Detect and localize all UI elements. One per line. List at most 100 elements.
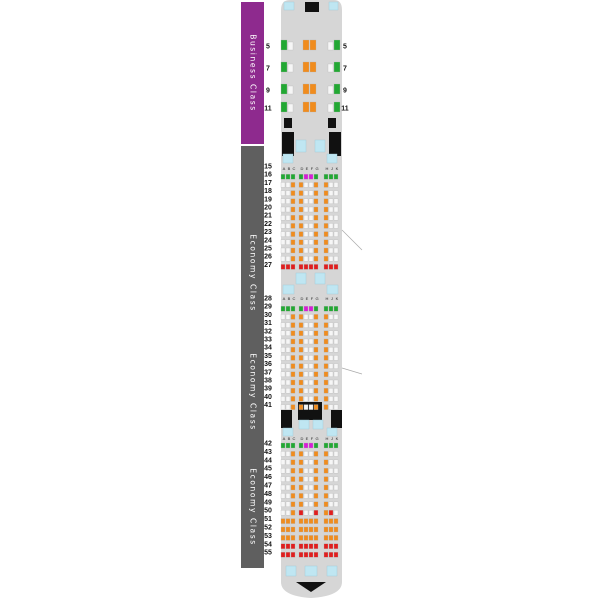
business-seat-k-1[interactable] (333, 61, 341, 73)
seat-s1-10-0-1[interactable] (285, 247, 291, 254)
seat-s1-10-2-1[interactable] (328, 247, 334, 254)
seat-s3-13-2-0[interactable] (323, 552, 329, 558)
seat-s2-13-0-1[interactable] (285, 404, 291, 410)
seat-s3-9-2-2[interactable] (333, 518, 339, 524)
seat-s1-2-1-0[interactable] (298, 182, 304, 188)
seat-s1-6-2-0[interactable] (323, 215, 329, 221)
seat-s3-9-0-2[interactable] (290, 518, 296, 524)
seat-s2-6-2-1[interactable] (328, 347, 334, 353)
seat-s2-3-1-0[interactable] (298, 322, 304, 328)
seat-s3-6-1-2[interactable] (308, 493, 314, 499)
seat-s1-12-0-1[interactable] (285, 264, 291, 270)
seat-s1-9-1-2[interactable] (308, 239, 314, 245)
seat-s3-5-2-0[interactable] (323, 484, 329, 491)
seat-s3-5-2-2[interactable] (333, 484, 339, 491)
seat-s3-13-1-2[interactable] (308, 552, 314, 558)
seat-s3-9-2-1[interactable] (328, 518, 334, 524)
seat-s3-0-1-1[interactable] (303, 442, 309, 449)
seat-s2-13-2-0[interactable] (323, 404, 329, 410)
seat-s1-12-2-2[interactable] (333, 264, 339, 270)
seat-s3-10-2-0[interactable] (323, 526, 329, 533)
seat-s3-4-1-1[interactable] (303, 476, 309, 482)
seat-s3-10-1-3[interactable] (313, 526, 319, 533)
business-seat-e-0[interactable] (309, 39, 317, 51)
seat-s1-8-2-0[interactable] (323, 231, 329, 237)
seat-s1-11-0-1[interactable] (285, 256, 291, 262)
seat-s3-10-0-0[interactable] (280, 526, 286, 533)
seat-s2-8-1-2[interactable] (308, 363, 314, 369)
seat-s3-11-1-0[interactable] (298, 535, 304, 541)
seat-s2-9-0-2[interactable] (290, 371, 296, 377)
seat-s3-7-1-2[interactable] (308, 501, 314, 507)
seat-s1-10-0-2[interactable] (290, 247, 296, 254)
seat-s3-13-1-0[interactable] (298, 552, 304, 558)
seat-s1-7-1-2[interactable] (308, 223, 314, 229)
seat-s1-5-2-0[interactable] (323, 206, 329, 213)
seat-s1-1-1-1[interactable] (303, 174, 309, 180)
seat-s3-12-0-1[interactable] (285, 543, 291, 549)
seat-s1-10-1-3[interactable] (313, 247, 319, 254)
seat-s2-3-2-1[interactable] (328, 322, 334, 328)
seat-s2-13-2-2[interactable] (333, 404, 339, 410)
seat-s3-2-2-1[interactable] (328, 459, 334, 465)
seat-s1-7-1-1[interactable] (303, 223, 309, 229)
seat-s2-4-1-0[interactable] (298, 330, 304, 336)
seat-s2-13-1-2[interactable] (308, 404, 314, 410)
seat-s1-7-1-3[interactable] (313, 223, 319, 229)
seat-s3-10-1-1[interactable] (303, 526, 309, 533)
seat-s3-11-0-2[interactable] (290, 535, 296, 541)
seat-s2-7-2-1[interactable] (328, 355, 334, 361)
seat-s3-4-0-0[interactable] (280, 476, 286, 482)
business-seat-d-2[interactable] (302, 83, 310, 95)
seat-s2-7-2-0[interactable] (323, 355, 329, 361)
seat-s3-0-1-2[interactable] (308, 442, 314, 449)
seat-s3-13-0-0[interactable] (280, 552, 286, 558)
seat-s3-6-0-0[interactable] (280, 493, 286, 499)
seat-s3-3-1-2[interactable] (308, 468, 314, 474)
seat-s1-7-2-0[interactable] (323, 223, 329, 229)
seat-s2-1-0-2[interactable] (290, 306, 296, 312)
seat-s3-5-1-2[interactable] (308, 484, 314, 491)
seat-s3-1-2-1[interactable] (328, 451, 334, 457)
seat-s3-6-1-3[interactable] (313, 493, 319, 499)
business-seat-d-3[interactable] (302, 101, 310, 113)
seat-s3-9-1-1[interactable] (303, 518, 309, 524)
seat-s1-10-0-0[interactable] (280, 247, 286, 254)
seat-s1-5-1-2[interactable] (308, 206, 314, 213)
seat-s3-11-2-1[interactable] (328, 535, 334, 541)
business-seat-a-0[interactable] (280, 39, 288, 51)
seat-s2-6-1-1[interactable] (303, 347, 309, 353)
business-seat-a-3[interactable] (280, 101, 288, 113)
seat-s2-8-2-0[interactable] (323, 363, 329, 369)
seat-s2-5-0-1[interactable] (285, 338, 291, 345)
seat-s2-7-1-1[interactable] (303, 355, 309, 361)
seat-s3-11-2-0[interactable] (323, 535, 329, 541)
seat-s1-11-0-2[interactable] (290, 256, 296, 262)
seat-s2-6-1-3[interactable] (313, 347, 319, 353)
seat-s1-3-2-0[interactable] (323, 190, 329, 196)
seat-s2-7-1-2[interactable] (308, 355, 314, 361)
seat-s1-3-1-0[interactable] (298, 190, 304, 196)
seat-s2-10-2-1[interactable] (328, 379, 334, 386)
seat-s1-2-1-3[interactable] (313, 182, 319, 188)
business-seat-j-2[interactable] (327, 85, 334, 95)
seat-s3-9-1-2[interactable] (308, 518, 314, 524)
seat-s2-2-1-1[interactable] (303, 314, 309, 320)
seat-s2-6-2-2[interactable] (333, 347, 339, 353)
seat-s3-13-0-1[interactable] (285, 552, 291, 558)
seat-s2-13-2-1[interactable] (328, 404, 334, 410)
seat-s2-2-2-0[interactable] (323, 314, 329, 320)
seat-s2-8-1-0[interactable] (298, 363, 304, 369)
seat-s3-2-0-0[interactable] (280, 459, 286, 465)
seat-s2-11-0-2[interactable] (290, 388, 296, 394)
seat-s1-1-2-2[interactable] (333, 174, 339, 180)
seat-s3-0-0-1[interactable] (285, 442, 291, 449)
seat-s1-2-0-0[interactable] (280, 182, 286, 188)
seat-s3-5-0-2[interactable] (290, 484, 296, 491)
seat-s3-12-1-3[interactable] (313, 543, 319, 549)
seat-s3-2-2-2[interactable] (333, 459, 339, 465)
seat-s3-0-2-2[interactable] (333, 442, 339, 449)
seat-s3-5-0-0[interactable] (280, 484, 286, 491)
seat-s1-8-2-2[interactable] (333, 231, 339, 237)
